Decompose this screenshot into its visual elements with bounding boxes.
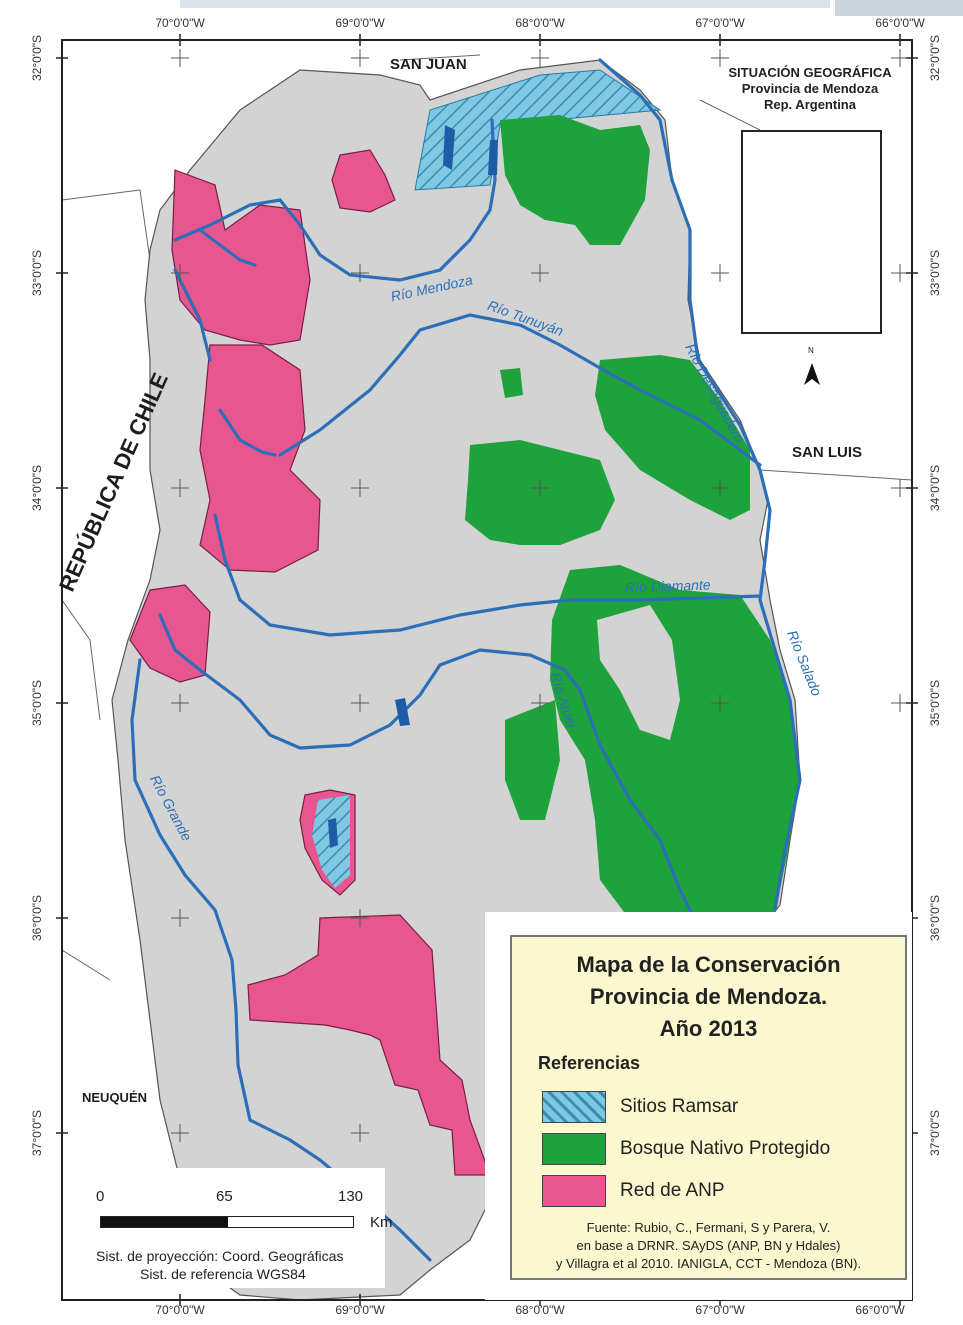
legend-title-line: Mapa de la Conservación [576, 952, 841, 977]
legend-box: Mapa de la Conservación Provincia de Men… [510, 935, 907, 1280]
lat-label-left: 33°0'0"S [30, 249, 45, 297]
lon-label-top: 69°0'0"W [335, 16, 385, 30]
top-edge-strip [180, 0, 830, 8]
legend-source-line: en base a DRNR. SAyDS (ANP, BN y Hdales) [576, 1238, 841, 1253]
legend-title-line: Provincia de Mendoza. [589, 984, 828, 1009]
legend-item-label: Bosque Nativo Protegido [620, 1138, 831, 1159]
legend-item-label: Sitios Ramsar [620, 1096, 739, 1117]
region-san-luis: SAN LUIS [792, 444, 863, 461]
top-right-edge-strip [835, 0, 963, 16]
reference-note: Sist. de referencia WGS84 [140, 1266, 306, 1282]
inset-title: SITUACIÓN GEOGRÁFICA Provincia de Mendoz… [693, 65, 927, 113]
lat-label-right: 34°0'0"S [928, 464, 943, 512]
forest-gap [597, 605, 680, 740]
scale-unit: Km [370, 1214, 393, 1231]
river-label-diamante: Río Diamante [624, 576, 711, 596]
scale-tick-label: 65 [216, 1188, 233, 1205]
legend-title-line: Año 2013 [659, 1016, 758, 1041]
legend-item-label: Red de ANP [620, 1180, 725, 1201]
lakes [328, 125, 498, 848]
lon-label-top: 70°0'0"W [155, 16, 205, 30]
axis-ticks [56, 34, 918, 1306]
lat-label-right: 37°0'0"S [928, 1109, 943, 1157]
lon-label-top: 66°0'0"W [875, 16, 925, 30]
inset-frame [741, 130, 882, 334]
projection-note: Sist. de proyección: Coord. Geográficas [96, 1248, 344, 1264]
scale-tick-label: 0 [96, 1188, 105, 1205]
lon-label-top: 67°0'0"W [695, 16, 745, 30]
lat-label-right: 35°0'0"S [928, 679, 943, 727]
lon-label-bottom: 67°0'0"W [695, 1303, 745, 1317]
lon-label-bottom: 66°0'0"W [855, 1303, 905, 1317]
lat-label-right: 36°0'0"S [928, 894, 943, 942]
legend-source-line: y Villagra et al 2010. IANIGLA, CCT - Me… [555, 1256, 862, 1271]
region-neuquen: NEUQUÉN [82, 1090, 148, 1105]
inset-title-line: SITUACIÓN GEOGRÁFICA [728, 65, 892, 80]
lat-label-left: 34°0'0"S [30, 464, 45, 512]
lat-label-right: 33°0'0"S [928, 249, 943, 297]
lat-label-left: 35°0'0"S [30, 679, 45, 727]
neighbour-borders [62, 54, 912, 981]
inset-title-line: Provincia de Mendoza [741, 81, 879, 96]
inset-title-line: Rep. Argentina [764, 97, 856, 112]
lat-label-left: 32°0'0"S [30, 34, 45, 82]
lon-label-bottom: 69°0'0"W [335, 1303, 385, 1317]
lat-label-right: 32°0'0"S [928, 34, 943, 82]
lon-label-top: 68°0'0"W [515, 16, 565, 30]
legend-references-heading: Referencias [538, 1053, 641, 1073]
scale-tick-label: 130 [338, 1188, 364, 1205]
legend-source: Fuente: Rubio, C., Fermani, S y Parera, … [512, 1219, 905, 1273]
lon-label-bottom: 70°0'0"W [155, 1303, 205, 1317]
north-label: N [808, 346, 814, 355]
legend-source-line: Fuente: Rubio, C., Fermani, S y Parera, … [586, 1220, 831, 1235]
lat-label-left: 36°0'0"S [30, 894, 45, 942]
lon-label-bottom: 68°0'0"W [515, 1303, 565, 1317]
region-san-juan: SAN JUAN [390, 56, 467, 73]
legend-title: Mapa de la Conservación Provincia de Men… [512, 949, 905, 1045]
pink-swatch [542, 1175, 606, 1207]
scale-bar [100, 1216, 354, 1228]
ramsar-hatched-swatch [542, 1091, 606, 1123]
scale-box: 0 65 130 Km Sist. de proyección: Coord. … [80, 1168, 393, 1288]
lat-label-left: 37°0'0"S [30, 1109, 45, 1157]
north-arrow-icon [804, 363, 820, 385]
green-swatch [542, 1133, 606, 1165]
